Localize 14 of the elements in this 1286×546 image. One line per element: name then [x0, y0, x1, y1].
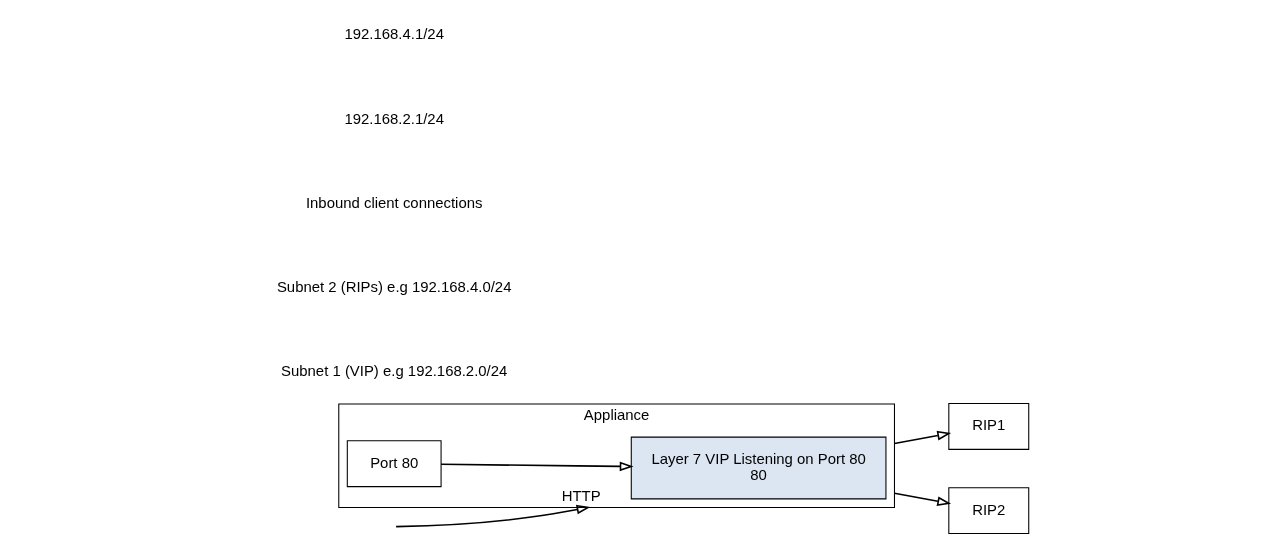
label: 192.168.2.1/24	[344, 110, 444, 127]
node-box: Layer 7 VIP Listening on Port 80 80	[630, 436, 887, 500]
label: Subnet 2 (RIPs) e.g 192.168.4.0/24	[276, 278, 512, 295]
arrow	[893, 430, 952, 445]
node-box: Port 80	[346, 440, 442, 488]
edge-label: HTTP	[561, 488, 601, 505]
arrow	[440, 461, 634, 472]
label: Subnet 1 (VIP) e.g 192.168.2.0/24	[281, 363, 508, 380]
label: Inbound client connections	[305, 194, 483, 211]
arrow	[395, 504, 591, 528]
label: 192.168.4.1/24	[344, 26, 444, 43]
arrow	[893, 492, 952, 506]
node-box: RIP1	[948, 403, 1030, 450]
node-box: RIP2	[948, 487, 1030, 535]
